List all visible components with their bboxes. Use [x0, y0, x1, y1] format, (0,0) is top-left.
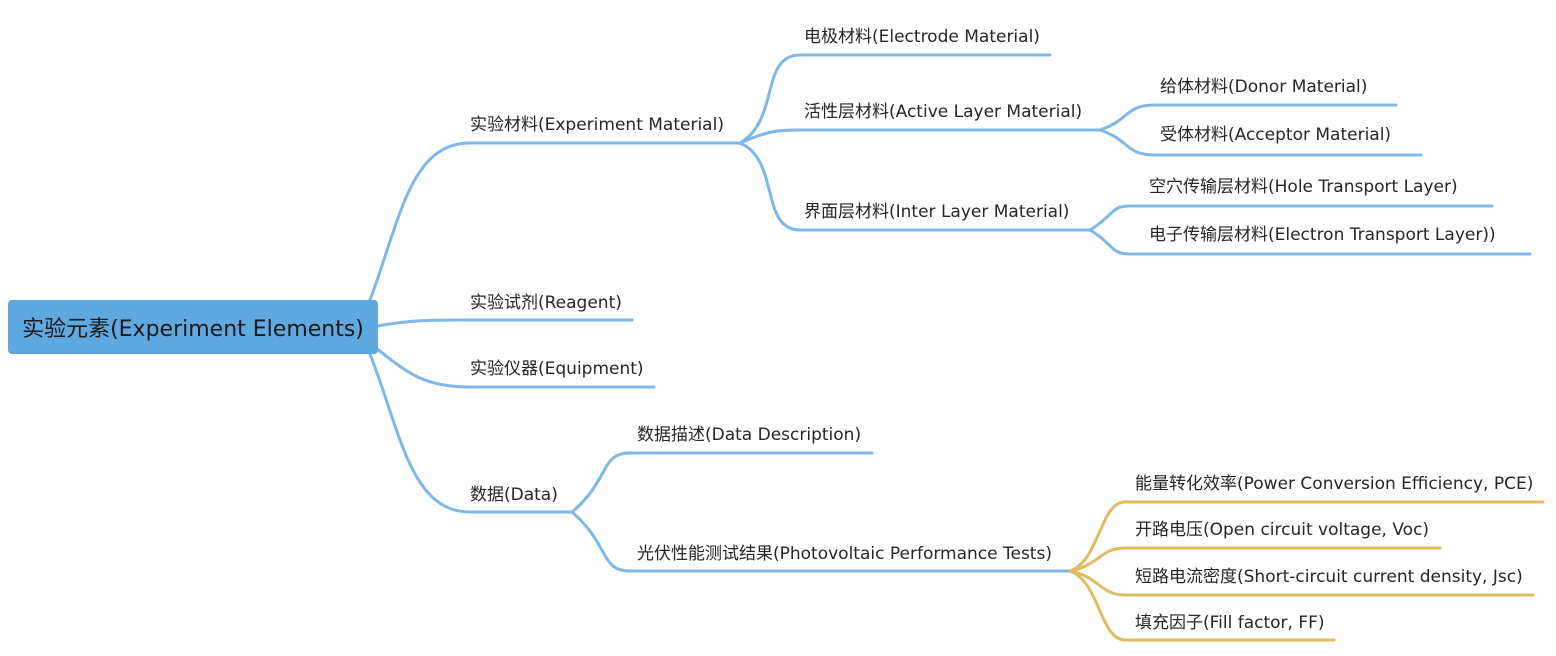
node-acceptor-material[interactable]: 受体材料(Acceptor Material)	[1160, 125, 1392, 145]
connector-material-inter	[738, 141, 802, 232]
connector-material-electrode	[738, 53, 802, 145]
node-jsc[interactable]: 短路电流密度(Short-circuit current density, Js…	[1135, 567, 1523, 587]
connector-root-equipment	[370, 343, 472, 389]
root-node-label: 实验元素(Experiment Elements)	[22, 317, 364, 342]
node-photovoltaic-tests[interactable]: 光伏性能测试结果(Photovoltaic Performance Tests)	[637, 544, 1052, 564]
connector-root-material	[368, 141, 472, 302]
connector-active-acceptor	[1098, 128, 1157, 157]
node-data-description[interactable]: 数据描述(Data Description)	[637, 425, 862, 445]
root-node[interactable]: 实验元素(Experiment Elements)	[8, 300, 378, 354]
connector-pv-pce	[1068, 500, 1127, 573]
connector-data-description	[570, 451, 632, 514]
connector-pv-jsc	[1068, 569, 1127, 597]
node-electron-transport-layer[interactable]: 电子传输层材料(Electron Transport Layer))	[1149, 225, 1496, 245]
connector-material-active	[738, 128, 802, 145]
node-pce[interactable]: 能量转化效率(Power Conversion Efficiency, PCE)	[1135, 474, 1534, 494]
node-donor-material[interactable]: 给体材料(Donor Material)	[1160, 77, 1368, 97]
node-experiment-material[interactable]: 实验材料(Experiment Material)	[470, 115, 724, 135]
node-reagent[interactable]: 实验试剂(Reagent)	[470, 293, 622, 313]
node-data[interactable]: 数据(Data)	[470, 485, 558, 505]
node-ff[interactable]: 填充因子(Fill factor, FF)	[1135, 613, 1325, 633]
connector-active-donor	[1098, 103, 1157, 132]
connector-data-pv	[570, 510, 632, 573]
node-inter-layer-material[interactable]: 界面层材料(Inter Layer Material)	[804, 202, 1070, 222]
node-active-layer-material[interactable]: 活性层材料(Active Layer Material)	[804, 102, 1083, 122]
node-equipment[interactable]: 实验仪器(Equipment)	[470, 359, 644, 379]
node-electrode-material[interactable]: 电极材料(Electrode Material)	[804, 27, 1040, 47]
connector-pv-voc	[1068, 546, 1127, 573]
connector-pv-ff	[1068, 569, 1127, 642]
connector-inter-etl	[1088, 228, 1132, 256]
node-voc[interactable]: 开路电压(Open circuit voltage, Voc)	[1135, 520, 1430, 540]
connector-root-reagent	[376, 318, 472, 328]
node-hole-transport-layer[interactable]: 空穴传输层材料(Hole Transport Layer)	[1149, 177, 1458, 197]
connector-inter-htl	[1088, 204, 1132, 232]
connector-root-data	[368, 352, 472, 514]
